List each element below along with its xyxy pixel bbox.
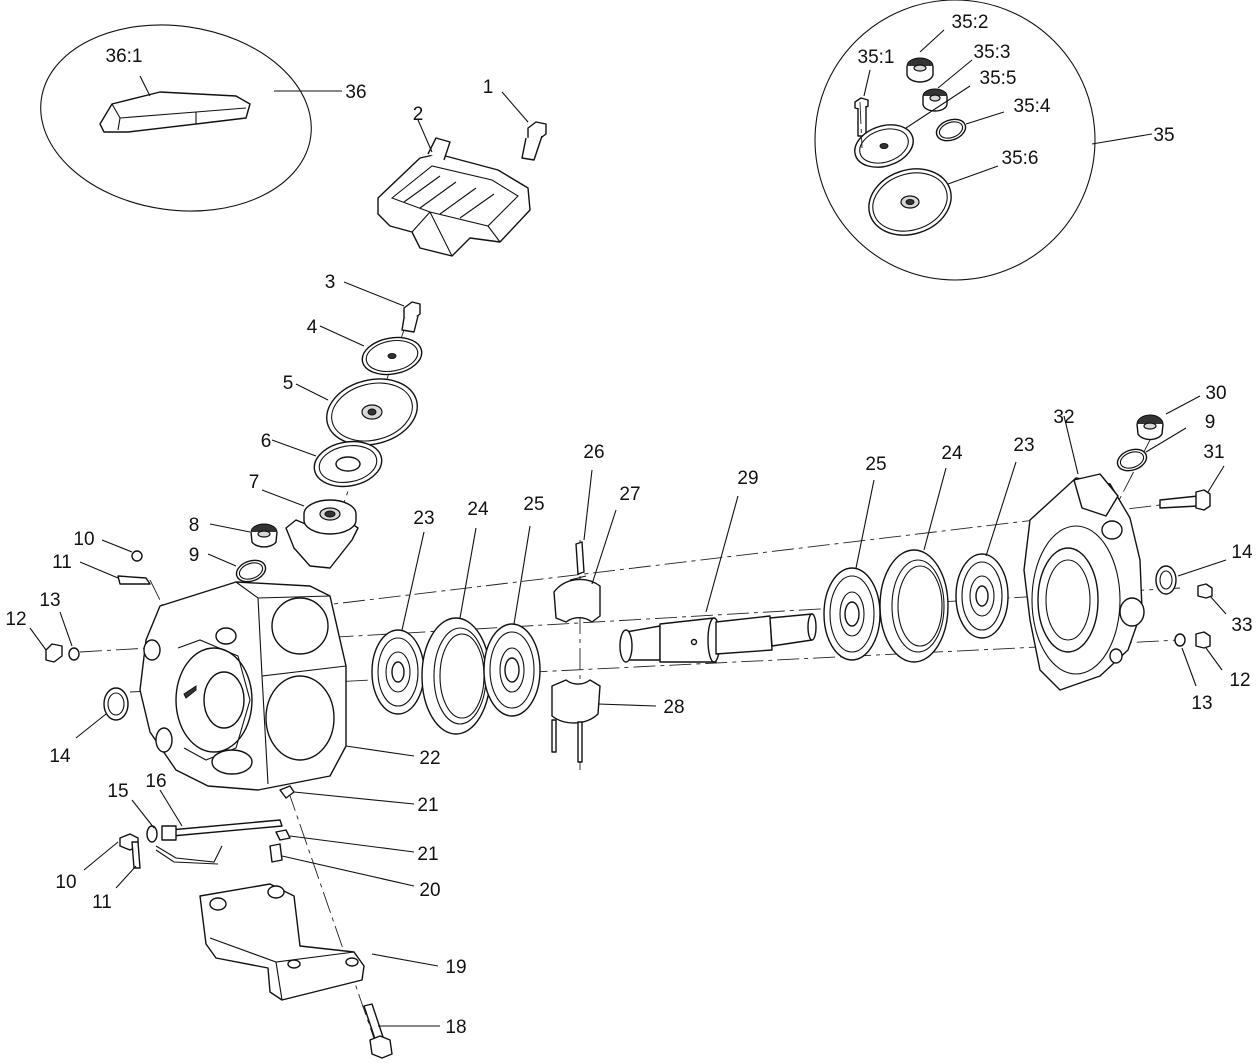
callout-13-left: 13: [39, 590, 60, 611]
right-small-parts: [1116, 395, 1227, 687]
callout-16: 16: [145, 771, 166, 792]
detail-view-35: [814, 0, 1153, 281]
parts-3-to-7-stack: [261, 281, 423, 569]
callout-9-right: 9: [1205, 412, 1216, 433]
part-18-bolt: [363, 1003, 440, 1059]
part-32-end-cover: [1023, 415, 1145, 691]
callout-31: 31: [1203, 442, 1224, 463]
callout-35-4: 35:4: [1014, 96, 1051, 117]
callout-11-bottom: 11: [92, 892, 112, 913]
callout-32: 32: [1053, 407, 1074, 428]
connecting-rod-parts: [551, 469, 657, 763]
callout-14-left: 14: [49, 746, 71, 767]
callout-26: 26: [583, 442, 604, 463]
left-small-parts: [29, 539, 151, 739]
part-19-mounting-bracket: [199, 883, 439, 1001]
parts-8-9-plug-ring: [207, 523, 278, 583]
callout-21-bottom: 21: [417, 844, 438, 865]
right-bearings: [823, 461, 1017, 663]
callout-22: 22: [419, 748, 440, 769]
callout-6: 6: [261, 431, 272, 452]
callout-1: 1: [483, 77, 494, 98]
callout-35-6: 35:6: [1002, 148, 1039, 169]
callout-35-5: 35:5: [980, 68, 1017, 89]
callout-2: 2: [413, 104, 424, 125]
callout-36-1: 36:1: [106, 46, 143, 67]
callout-8: 8: [189, 515, 200, 536]
callout-3: 3: [325, 272, 336, 293]
callout-29: 29: [737, 468, 758, 489]
callout-7: 7: [249, 472, 260, 493]
linkage-parts: [83, 785, 415, 889]
callout-12-left: 12: [5, 609, 26, 630]
callout-35-1: 35:1: [858, 47, 895, 68]
callout-23-left: 23: [413, 508, 434, 529]
part-1-bolt: [501, 91, 547, 161]
detail-view-36: [40, 24, 342, 212]
callout-14-right: 14: [1231, 542, 1253, 563]
callout-36: 36: [345, 82, 366, 103]
part-2-manifold-cover: [377, 119, 531, 257]
part-29-crankshaft: [619, 495, 817, 663]
callout-28: 28: [663, 697, 684, 718]
callout-23-right: 23: [1013, 435, 1034, 456]
callout-24-left: 24: [467, 499, 489, 520]
callout-35: 35: [1153, 125, 1174, 146]
callout-20: 20: [419, 880, 440, 901]
callout-5: 5: [283, 373, 294, 394]
callout-15: 15: [107, 781, 128, 802]
callout-21-top: 21: [417, 795, 438, 816]
callout-35-3: 35:3: [974, 42, 1011, 63]
callout-4: 4: [307, 317, 318, 338]
callout-9-left: 9: [189, 545, 200, 566]
callout-11-top: 11: [52, 552, 72, 573]
callout-labels: 36:1 36 1 2 35:2 35:3 35:1 35:5 35:4 35 …: [5, 12, 1253, 1038]
callout-10-top: 10: [73, 529, 94, 550]
callout-13-right: 13: [1191, 693, 1212, 714]
callout-35-2: 35:2: [952, 12, 989, 33]
callout-18: 18: [445, 1017, 466, 1038]
callout-33: 33: [1231, 615, 1252, 636]
callout-12-right: 12: [1229, 670, 1250, 691]
callout-10-bottom: 10: [55, 872, 76, 893]
callout-24-right: 24: [941, 443, 963, 464]
callout-19: 19: [445, 957, 466, 978]
callout-25-left: 25: [523, 494, 544, 515]
callout-27: 27: [619, 484, 640, 505]
left-bearings: [371, 525, 541, 735]
callout-30: 30: [1205, 383, 1226, 404]
callout-25-right: 25: [865, 454, 886, 475]
part-22-pump-housing: [139, 581, 415, 791]
